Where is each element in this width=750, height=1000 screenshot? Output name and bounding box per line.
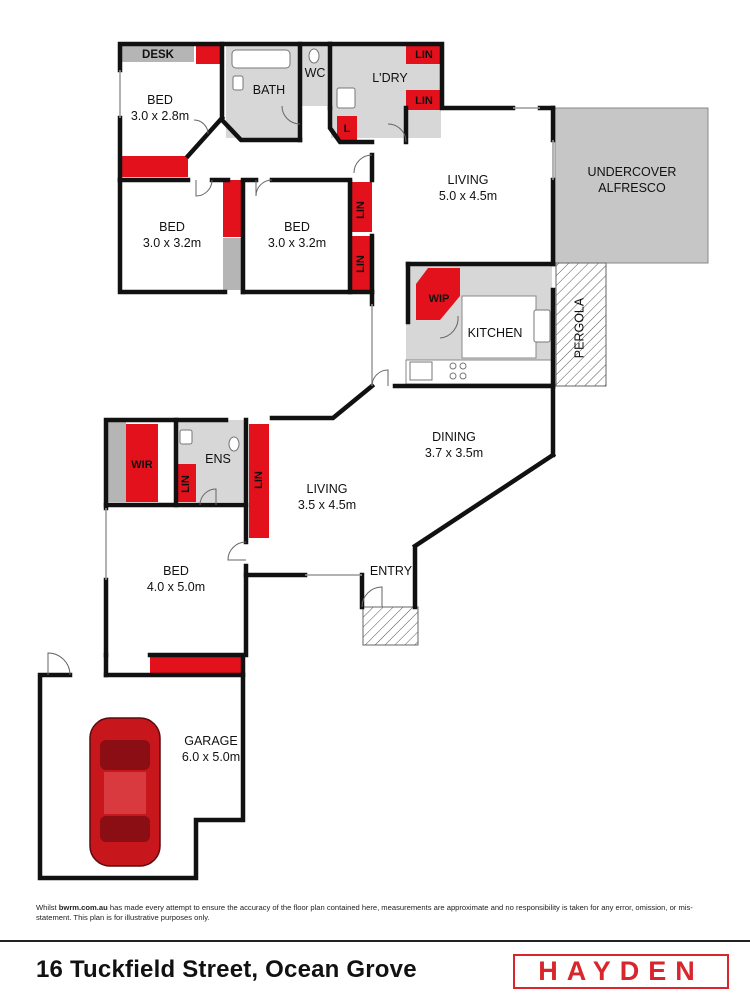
l-label: L: [344, 123, 351, 135]
walls: [37, 41, 557, 881]
wip-label: WIP: [429, 293, 450, 305]
lin-label-3: LIN: [355, 201, 367, 219]
bed1-size: 3.0 x 2.8m: [131, 109, 189, 123]
wir-shelf: [108, 422, 126, 502]
bed1-name: BED: [147, 93, 173, 107]
disclaimer-text: has made every attempt to ensure the acc…: [36, 903, 693, 922]
living1-name: LIVING: [448, 173, 489, 187]
alfresco-label-line1: UNDERCOVER: [588, 165, 677, 179]
living2-size: 3.5 x 4.5m: [298, 498, 356, 512]
dining-name: DINING: [432, 430, 476, 444]
undercover-alfresco-area: [554, 107, 709, 264]
wir-label: WIR: [131, 459, 152, 471]
ensuite-label: ENS: [205, 452, 231, 466]
fixtures: [179, 48, 551, 452]
property-address: 16 Tuckfield Street, Ocean Grove: [36, 956, 417, 983]
hall-cupboard: [223, 238, 243, 290]
wc-label: WC: [305, 66, 326, 80]
bed2-name: BED: [159, 220, 185, 234]
disclaimer-site: bwrm.com.au: [58, 903, 108, 912]
disclaimer: Whilst bwrm.com.au has made every attemp…: [36, 903, 716, 923]
alfresco-label-line2: ALFRESCO: [598, 181, 666, 195]
entry-label: ENTRY: [370, 564, 413, 578]
toilet-icon: [308, 48, 320, 64]
pergola-area: [555, 262, 607, 387]
living1-size: 5.0 x 4.5m: [439, 189, 497, 203]
ensuite-toilet-icon: [228, 436, 240, 452]
pergola-label: PERGOLA: [572, 297, 586, 358]
bed4-size: 4.0 x 5.0m: [147, 580, 205, 594]
storage-robes: [122, 44, 460, 675]
entry-porch: [362, 606, 419, 646]
agency-logo: HAYDEN: [513, 954, 729, 989]
dining-size: 3.7 x 3.5m: [425, 446, 483, 460]
desk-surface: [122, 44, 194, 62]
garage-size: 6.0 x 5.0m: [182, 750, 240, 764]
lin-label-2: LIN: [415, 95, 433, 107]
car-icon: [89, 717, 161, 867]
laundry-label: L'DRY: [372, 71, 408, 85]
door-swings: [47, 105, 459, 676]
lin-label-5: LIN: [180, 475, 192, 493]
bath-label: BATH: [253, 83, 285, 97]
living2-name: LIVING: [307, 482, 348, 496]
footer-divider: [0, 940, 750, 942]
bed4-name: BED: [163, 564, 189, 578]
lin-label-1: LIN: [415, 49, 433, 61]
desk-label: DESK: [142, 49, 175, 61]
bed2-size: 3.0 x 3.2m: [143, 236, 201, 250]
bed3-name: BED: [284, 220, 310, 234]
garage-name: GARAGE: [184, 734, 238, 748]
bed3-size: 3.0 x 3.2m: [268, 236, 326, 250]
window-lines: [105, 70, 554, 580]
lin-label-4: LIN: [355, 255, 367, 273]
lin-label-6: LIN: [253, 471, 265, 489]
kitchen-label: KITCHEN: [468, 326, 523, 340]
room-labels: DESK BED 3.0 x 2.8m BATH WC L'DRY LIN LI…: [131, 49, 677, 764]
disclaimer-prefix: Whilst: [36, 903, 57, 912]
